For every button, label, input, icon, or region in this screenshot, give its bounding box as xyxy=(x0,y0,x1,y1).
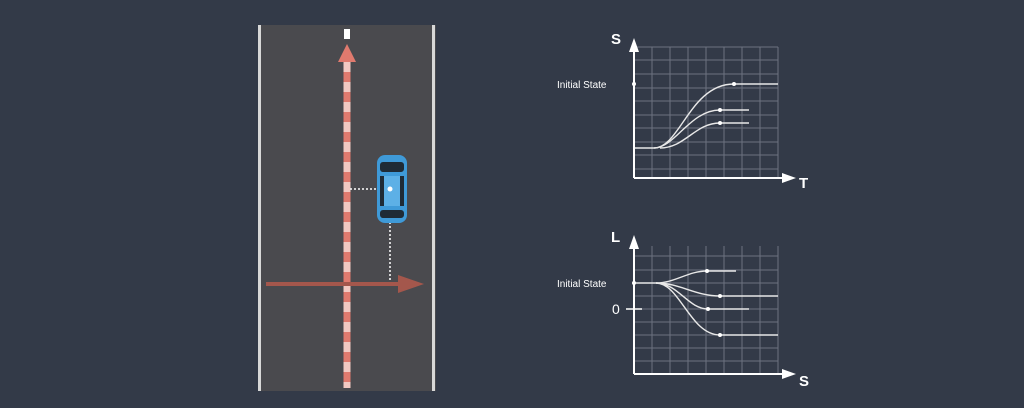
ls-endpoint-2 xyxy=(718,294,722,298)
road-edge-left xyxy=(258,25,261,391)
arrow-up-icon xyxy=(338,44,356,62)
ls-initial-state-label: Initial State xyxy=(557,279,607,290)
st-endpoint-2 xyxy=(718,108,722,112)
arrow-up-icon xyxy=(629,235,639,249)
car-icon xyxy=(377,155,407,223)
road-center-mark xyxy=(344,29,350,39)
st-endpoint-3 xyxy=(718,121,722,125)
ls-chart-grid xyxy=(634,246,779,374)
st-chart-grid xyxy=(634,46,779,178)
road-diagram xyxy=(258,25,436,391)
st-chart: S T Initial State xyxy=(557,31,808,192)
arrow-right-icon xyxy=(782,369,796,379)
ls-y-axis-label: L xyxy=(611,229,620,246)
road-edge-right xyxy=(432,25,435,391)
ls-endpoint-3 xyxy=(706,307,710,311)
arrow-right-icon xyxy=(398,275,424,293)
st-initial-state-label: Initial State xyxy=(557,80,607,91)
ls-zero-label: 0 xyxy=(612,301,620,317)
ls-chart: L S Initial State 0 xyxy=(557,229,809,390)
arrow-up-icon xyxy=(629,38,639,52)
st-endpoint-1 xyxy=(732,82,736,86)
st-x-axis-label: T xyxy=(799,175,808,192)
st-y-axis-label: S xyxy=(611,31,621,48)
ls-x-axis-label: S xyxy=(799,373,809,390)
arrow-right-icon xyxy=(782,173,796,183)
ls-endpoint-4 xyxy=(718,333,722,337)
ls-endpoint-1 xyxy=(705,269,709,273)
